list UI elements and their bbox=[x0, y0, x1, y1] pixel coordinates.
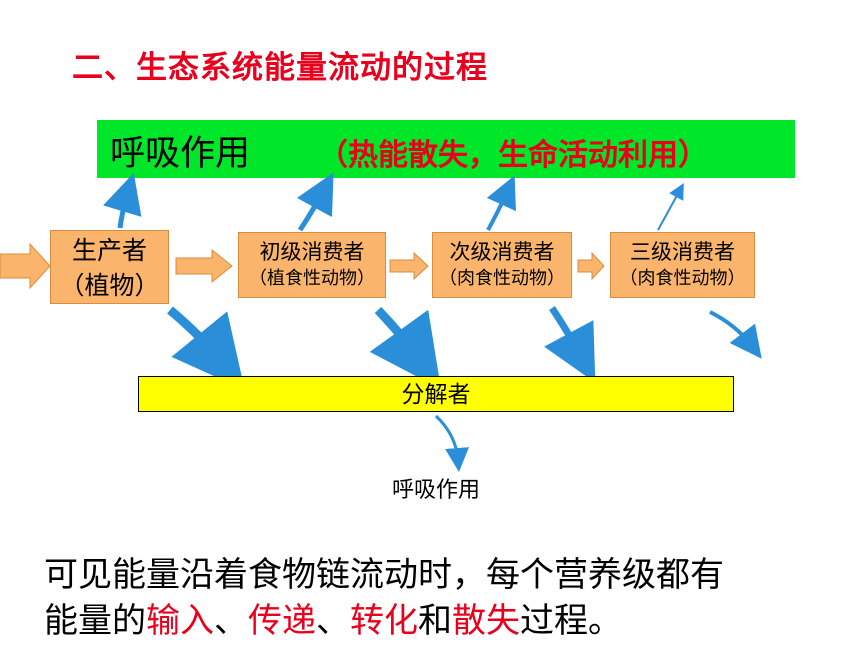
respiration-arrow-c2 bbox=[486, 175, 516, 231]
producer-node: 生产者 （植物） bbox=[50, 230, 169, 304]
secondary-consumer-node: 次级消费者 （肉食性动物） bbox=[432, 232, 572, 298]
keyword-dissipate: 散失 bbox=[452, 601, 520, 641]
decomp-respiration-arrow bbox=[434, 414, 470, 472]
keyword-transform: 转化 bbox=[350, 601, 418, 641]
conclusion-line-1: 可见能量沿着食物链流动时，每个营养级都有 bbox=[44, 555, 724, 595]
decomposer-bar: 分解者 bbox=[138, 376, 734, 412]
separator: 、 bbox=[214, 601, 248, 641]
respiration-arrow-c3 bbox=[657, 182, 684, 231]
transfer-arrow-2 bbox=[389, 251, 429, 281]
decomp-arrow-producer bbox=[167, 306, 245, 390]
respiration-label: 呼吸作用 bbox=[110, 134, 251, 174]
energy-input-arrow bbox=[0, 242, 51, 290]
respiration-arrow-producer bbox=[103, 172, 142, 229]
decomp-arrow-c2 bbox=[544, 306, 596, 383]
producer-label: 生产者 bbox=[71, 236, 147, 265]
separator: 、 bbox=[316, 601, 350, 641]
primary-consumer-node: 初级消费者 （植食性动物） bbox=[238, 232, 386, 298]
respiration-note: （热能散失，生命活动利用） bbox=[318, 138, 708, 173]
consumer-label: 三级消费者 bbox=[630, 240, 735, 264]
consumer-sub: （肉食性动物） bbox=[619, 268, 746, 289]
conclusion-suffix: 过程。 bbox=[520, 601, 622, 641]
decomposer-respiration-label: 呼吸作用 bbox=[392, 478, 481, 503]
respiration-arrow-c1 bbox=[296, 172, 334, 232]
consumer-sub: （肉食性动物） bbox=[439, 268, 565, 289]
keyword-input: 输入 bbox=[146, 601, 214, 641]
producer-sub: （植物） bbox=[59, 271, 160, 300]
keyword-transfer: 传递 bbox=[248, 601, 316, 641]
conclusion-text: 可见能量沿着食物链流动时，每个营养级都有 能量的输入、传递、转化和散失过程。 bbox=[44, 552, 844, 644]
transfer-arrow-1 bbox=[175, 248, 233, 284]
conclusion-prefix: 能量的 bbox=[44, 601, 146, 641]
tertiary-consumer-node: 三级消费者 （肉食性动物） bbox=[610, 232, 755, 298]
conclusion-line-2: 能量的输入、传递、转化和散失过程。 bbox=[44, 598, 844, 644]
consumer-label: 次级消费者 bbox=[449, 240, 555, 264]
conjunction: 和 bbox=[418, 601, 452, 641]
transfer-arrow-3 bbox=[577, 251, 605, 281]
page-title: 二、生态系统能量流动的过程 bbox=[72, 50, 488, 86]
consumer-label: 初级消费者 bbox=[259, 240, 365, 264]
decomp-arrow-c3 bbox=[709, 310, 762, 359]
respiration-bar bbox=[97, 120, 795, 178]
decomp-arrow-c1 bbox=[369, 306, 442, 390]
consumer-sub: （植食性动物） bbox=[249, 268, 375, 289]
